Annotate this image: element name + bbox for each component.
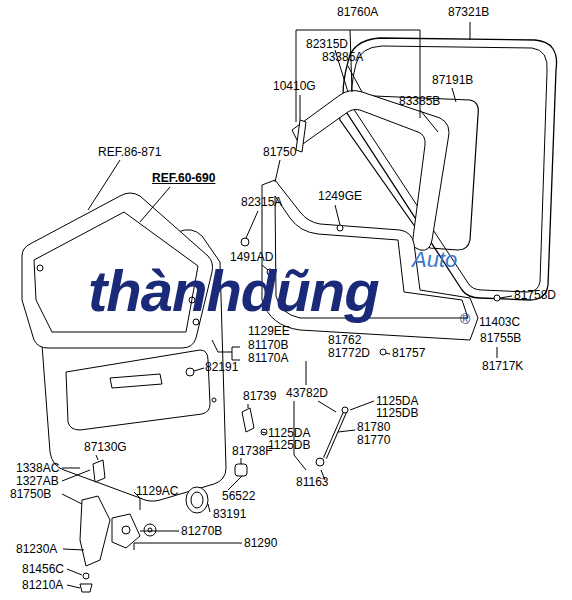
reference-label: REF.60-690 (152, 172, 215, 185)
callout-number: 81762 (328, 334, 361, 347)
callout-number: 81760A (337, 6, 378, 19)
callout-number: 81163 (296, 476, 328, 489)
callout-number: 87130G (84, 441, 127, 454)
callout-number: 81210A (22, 579, 63, 592)
callout-number: 81750B (10, 488, 51, 501)
callout-number: 87321B (448, 6, 489, 19)
callout-number: 81780 (357, 421, 390, 434)
callout-number: 10410G (273, 80, 316, 93)
callout-number: 81772D (328, 347, 370, 360)
callout-number: 1327AB (16, 475, 59, 488)
callout-number: 1125DB (376, 407, 418, 420)
callout-number: 81739 (243, 390, 276, 403)
callout-number: 81170B (248, 339, 288, 352)
callout-number: 81770 (357, 434, 390, 447)
watermark: thànhdũng (88, 262, 379, 320)
callout-number: 1338AC (16, 462, 59, 475)
watermark: Auto (412, 248, 457, 272)
callout-number: 81755B (480, 332, 521, 345)
callout-number: 82315A (241, 196, 282, 209)
callout-number: 87191B (432, 74, 473, 87)
callout-number: 81270B (181, 525, 222, 538)
callout-number: 81750 (263, 146, 296, 159)
callout-number: 81456C (22, 563, 64, 576)
callout-number: 56522 (222, 490, 255, 503)
callout-number: 82315D (306, 38, 348, 51)
callout-number: 1125DB (268, 439, 310, 452)
callout-number: 11403C (479, 316, 520, 329)
callout-number: 81290 (244, 537, 277, 550)
callout-number: 81758D (514, 289, 556, 302)
callout-number: 43782D (286, 387, 328, 400)
callout-number: 1129AC (136, 485, 178, 498)
watermark: ® (460, 312, 470, 327)
callout-number: 83385A (322, 51, 363, 64)
callout-number: 81738F (232, 445, 273, 458)
reference-label: REF.86-871 (98, 146, 161, 159)
callout-number: 82191 (205, 361, 238, 374)
callout-number: 83191 (213, 508, 246, 521)
callout-number: 81717K (482, 360, 523, 373)
callout-number: 1249GE (318, 190, 362, 203)
callout-number: 81170A (248, 352, 288, 365)
callout-number: 81757 (392, 347, 425, 360)
callout-number: 1129EE (248, 325, 290, 338)
callout-number: 81230A (16, 543, 57, 556)
callout-number: 83385B (399, 95, 440, 108)
